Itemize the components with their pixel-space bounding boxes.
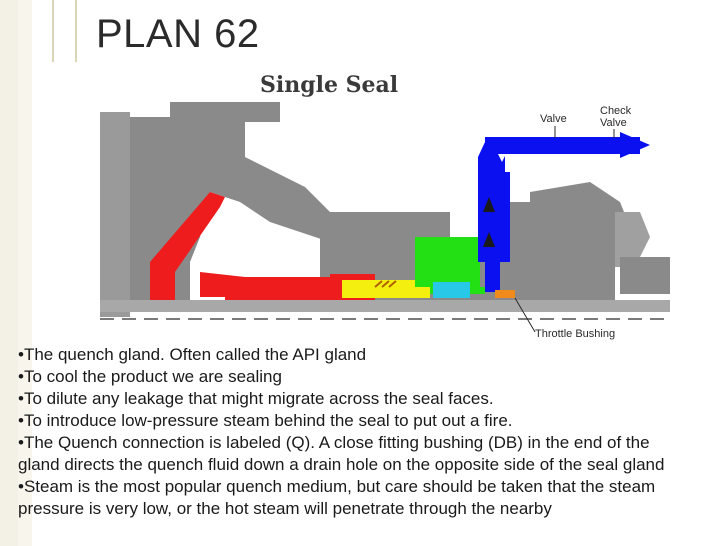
quench-line-arrow [620, 132, 650, 158]
decorative-stripe [0, 0, 77, 546]
slide-title: PLAN 62 [96, 12, 260, 56]
quench-gland [415, 237, 480, 287]
bullet-list: •The quench gland. Often called the API … [18, 344, 718, 520]
stationary-face-hatch [374, 280, 397, 288]
valve-label: Valve [540, 113, 567, 125]
bearing-housing [530, 182, 630, 302]
seal-sleeve [225, 277, 350, 300]
bullet-item: •Steam is the most popular quench medium… [18, 477, 656, 518]
bearing-housing-right [615, 212, 650, 267]
bullet-item: •The Quench connection is labeled (Q). A… [18, 433, 665, 474]
seal-diagram-svg: Single Seal Valve [100, 72, 670, 340]
drain-passage [433, 282, 470, 298]
stripe-line [52, 0, 54, 62]
stripe-line [75, 0, 77, 62]
throttle-bushing-label: Throttle Bushing [535, 328, 615, 340]
seal-diagram: Single Seal Valve [30, 62, 680, 352]
pump-housing-left [100, 112, 130, 317]
bullet-item: •The quench gland. Often called the API … [18, 345, 367, 364]
diagram-heading: Single Seal [260, 72, 398, 98]
bullet-item: •To introduce low-pressure steam behind … [18, 411, 513, 430]
bullet-item: •To cool the product we are sealing [18, 367, 282, 386]
check-valve-label: Valve [600, 117, 627, 129]
check-valve-label: Check [600, 105, 632, 117]
stripe-band [0, 0, 18, 546]
throttle-bushing-part [495, 290, 515, 298]
flow-arrow [483, 197, 495, 212]
throttle-bushing-leader [514, 297, 536, 333]
rotating-seal [150, 192, 225, 302]
flow-arrow [483, 232, 495, 247]
shaft [100, 300, 670, 312]
stationary-face [342, 280, 430, 298]
stripe-band [18, 0, 32, 546]
end-plate [620, 257, 670, 294]
quench-line-arrow [498, 154, 506, 162]
bullet-item: •To dilute any leakage that might migrat… [18, 389, 494, 408]
